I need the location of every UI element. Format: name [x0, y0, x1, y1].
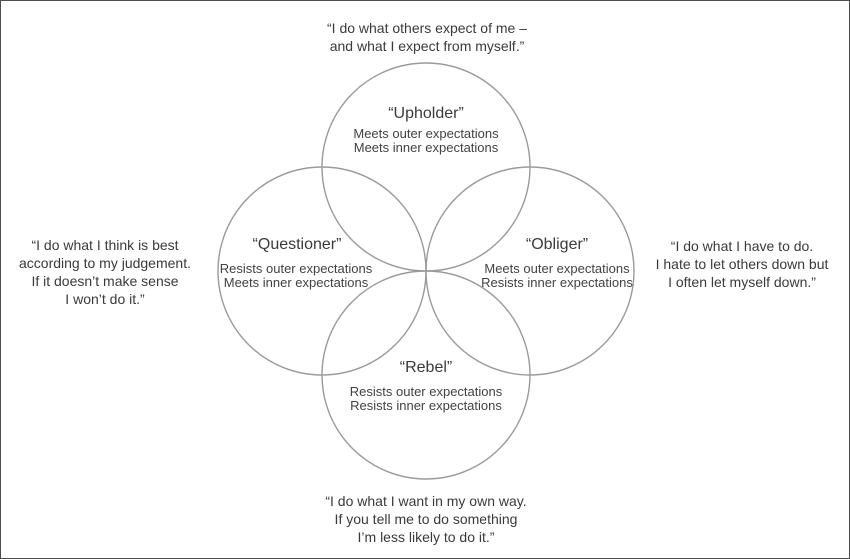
- quote-line: I won’t do it.”: [65, 291, 145, 307]
- quote-line: I often let myself down.”: [668, 274, 816, 290]
- obliger-quote: “I do what I have to do. I hate to let o…: [656, 237, 829, 291]
- quote-line: I’m less likely to do it.”: [357, 529, 495, 545]
- obliger-desc-line: Resists inner expectations: [481, 275, 633, 290]
- quote-line: “I do what I think is best: [31, 237, 179, 253]
- quote-line: “I do what I want in my own way.: [325, 493, 527, 509]
- rebel-descriptions: Resists outer expectations Resists inner…: [350, 385, 502, 413]
- rebel-desc-line: Resists inner expectations: [350, 398, 502, 413]
- questioner-quote: “I do what I think is best according to …: [19, 236, 191, 308]
- questioner-descriptions: Resists outer expectations Meets inner e…: [220, 262, 372, 290]
- rebel-quote: “I do what I want in my own way. If you …: [325, 492, 526, 546]
- quote-line: I hate to let others down but: [655, 256, 829, 272]
- questioner-desc-line: Resists outer expectations: [219, 261, 373, 276]
- obliger-descriptions: Meets outer expectations Resists inner e…: [481, 262, 633, 290]
- upholder-quote: “I do what others expect of me – and wha…: [327, 19, 527, 55]
- questioner-desc-line: Meets inner expectations: [223, 275, 369, 290]
- quote-line: according to my judgement.: [19, 255, 191, 271]
- quote-line: “I do what others expect of me –: [327, 20, 527, 36]
- rebel-circle: [321, 270, 531, 480]
- upholder-circle: [321, 62, 531, 272]
- rebel-label: “Rebel”: [399, 359, 453, 376]
- rebel-desc-line: Resists outer expectations: [349, 384, 503, 399]
- obliger-label: “Obliger”: [525, 236, 589, 253]
- upholder-label: “Upholder”: [388, 105, 464, 122]
- obliger-desc-line: Meets outer expectations: [484, 261, 630, 276]
- upholder-desc-line: Meets inner expectations: [353, 140, 499, 155]
- upholder-descriptions: Meets outer expectations Meets inner exp…: [353, 127, 498, 155]
- questioner-label: “Questioner”: [252, 236, 342, 253]
- quote-line: “I do what I have to do.: [670, 238, 814, 254]
- quote-line: If you tell me to do something: [334, 511, 518, 527]
- quote-line: and what I expect from myself.”: [329, 38, 525, 54]
- quote-line: If it doesn’t make sense: [31, 273, 179, 289]
- upholder-desc-line: Meets outer expectations: [353, 126, 499, 141]
